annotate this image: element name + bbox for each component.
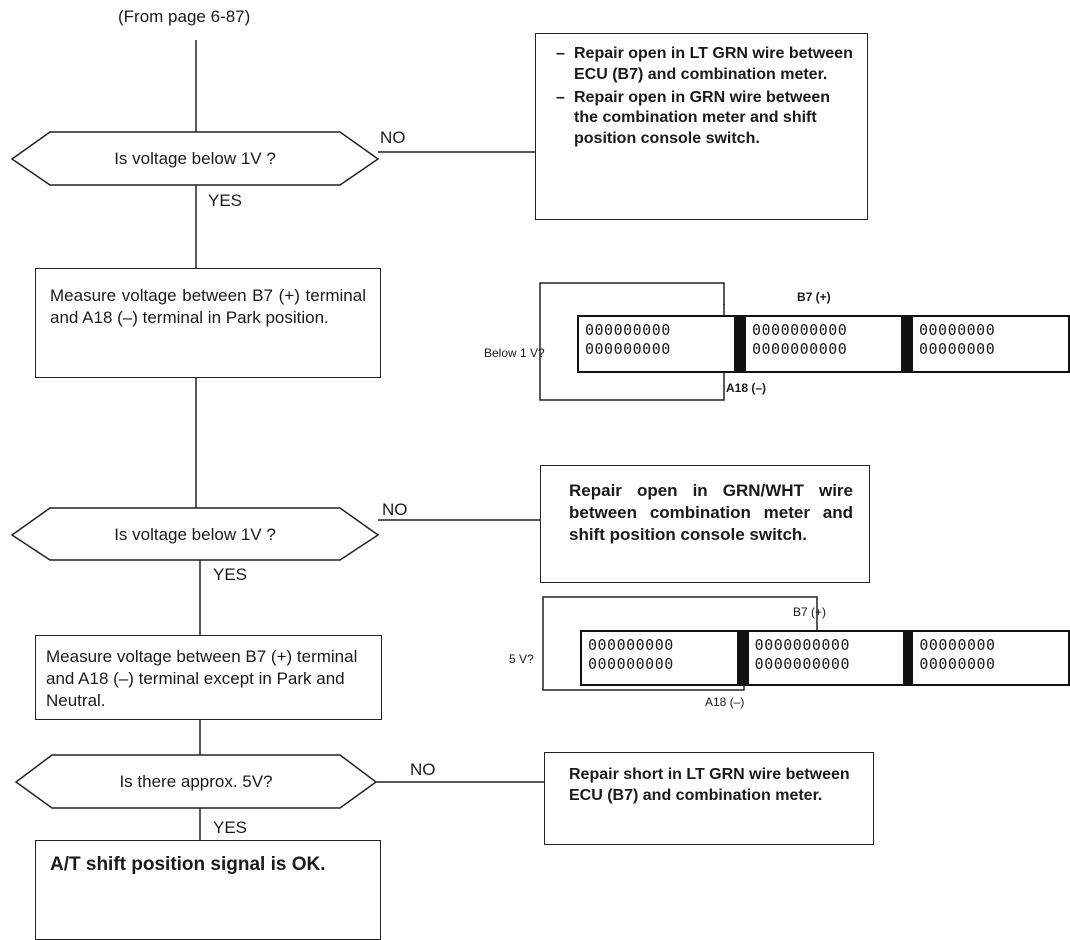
conn1-row-b1: 000000000: [585, 340, 671, 358]
conn1-neg-label: A18 (–): [726, 381, 767, 395]
conn2-block-b: 0000000000 0000000000: [749, 632, 904, 684]
conn1-row-a2: 0000000000: [752, 321, 848, 339]
conn2-check-label: 5 V?: [509, 652, 534, 666]
conn2-row-a2: 0000000000: [754, 636, 850, 654]
decision-1-no-label: NO: [380, 128, 406, 147]
decision-2-yes-label: YES: [213, 565, 248, 584]
conn1-block-a: 000000000 000000000: [579, 317, 734, 371]
decision-2-no-label: NO: [382, 500, 408, 519]
decision-2-text: Is voltage below 1V ?: [114, 525, 276, 544]
conn1-pos-label: B7 (+): [797, 290, 831, 304]
decision-3-yes-label: YES: [213, 818, 248, 837]
conn2-pos-label: B7 (+): [793, 605, 827, 619]
conn1-block-b: 0000000000 0000000000: [746, 317, 901, 371]
conn1-block-c: 00000000 00000000: [913, 317, 1068, 371]
conn2-divider-1: [736, 632, 749, 684]
conn2-row-b2: 0000000000: [754, 655, 850, 673]
conn2-row-b3: 00000000: [919, 655, 996, 673]
conn1-row-b2: 0000000000: [752, 340, 848, 358]
result-box: A/T shift position signal is OK.: [35, 840, 381, 940]
decision-3-text: Is there approx. 5V?: [119, 772, 273, 791]
conn1-check-label: Below 1 V?: [484, 346, 545, 360]
measure-box-1: Measure voltage between B7 (+) terminal …: [35, 268, 381, 378]
conn1-row-a3: 00000000: [919, 321, 996, 339]
conn2-neg-label: A18 (–): [705, 695, 745, 709]
conn1-divider-1: [734, 317, 746, 371]
repair-box-1: Repair open in LT GRN wire between ECU (…: [535, 33, 868, 220]
decision-1-yes-label: YES: [208, 191, 243, 210]
measure-box-2: Measure voltage between B7 (+) terminal …: [35, 635, 382, 720]
conn2-block-a: 000000000 000000000: [582, 632, 737, 684]
repair-1-item-2: Repair open in GRN wire between the comb…: [554, 88, 855, 150]
conn2-block-c: 00000000 00000000: [913, 632, 1068, 684]
conn1-divider-2: [901, 317, 913, 371]
repair-box-3: Repair short in LT GRN wire between ECU …: [544, 752, 874, 845]
from-page-label: (From page 6-87): [118, 7, 251, 26]
conn2-row-a3: 00000000: [919, 636, 996, 654]
connector-diagram-1: 000000000 000000000 0000000000 000000000…: [577, 315, 1070, 373]
decision-1-text: Is voltage below 1V ?: [114, 149, 276, 168]
connector-diagram-2: 000000000 000000000 0000000000 000000000…: [580, 630, 1070, 686]
conn2-row-a1: 000000000: [588, 636, 674, 654]
decision-3-no-label: NO: [410, 760, 436, 779]
conn2-divider-2: [903, 632, 914, 684]
conn1-row-a1: 000000000: [585, 321, 671, 339]
conn1-row-b3: 00000000: [919, 340, 996, 358]
conn2-row-b1: 000000000: [588, 655, 674, 673]
repair-box-2: Repair open in GRN/WHT wire between comb…: [540, 465, 870, 583]
repair-1-item-1: Repair open in LT GRN wire between ECU (…: [554, 44, 855, 86]
